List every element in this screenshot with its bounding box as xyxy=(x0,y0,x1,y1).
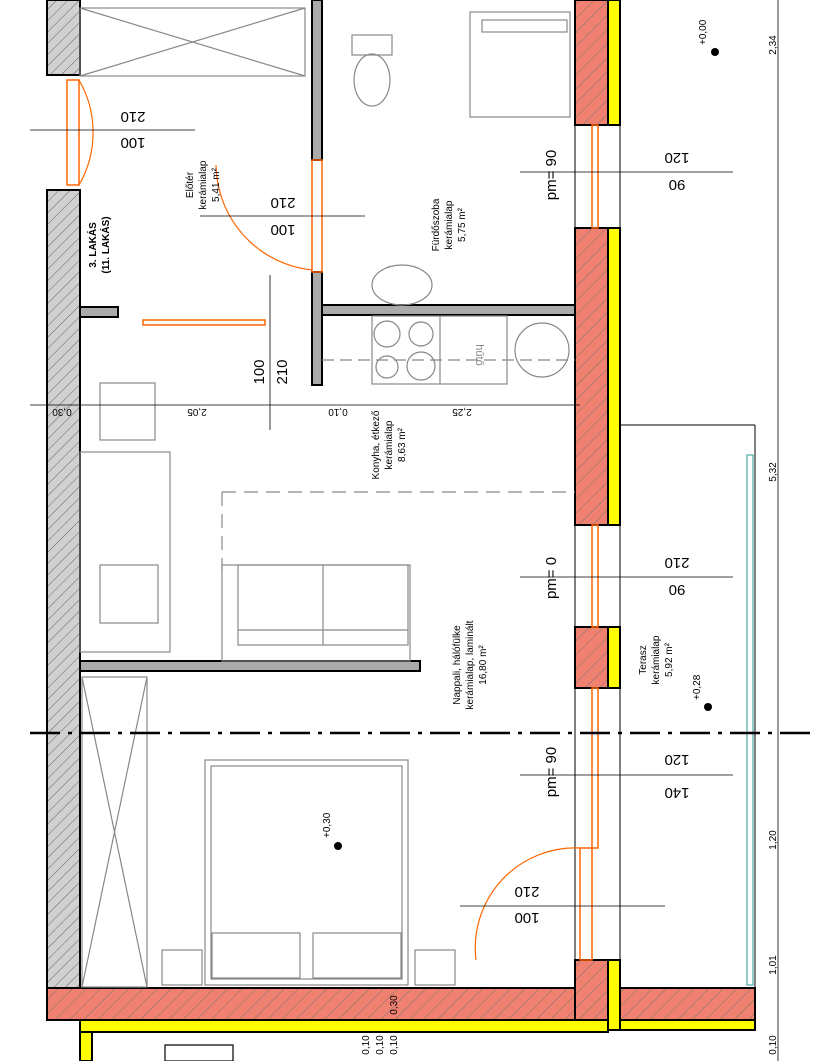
room-name: Konyha, étkező xyxy=(371,410,382,479)
room-floor: kerámialap xyxy=(198,160,209,209)
dimension-value: 0,10 xyxy=(361,1035,372,1055)
dimension-value: 1,01 xyxy=(768,955,779,975)
dimension-value: 0,10 xyxy=(768,1035,779,1055)
level-label: +0,00 xyxy=(698,19,709,45)
opening-width: 100 xyxy=(120,134,145,151)
opening-height: 210 xyxy=(274,359,291,384)
level-marker-icon xyxy=(704,703,712,711)
sill-height: pm= 0 xyxy=(543,557,560,599)
exterior-wall-right xyxy=(574,0,621,1031)
room-floor: kerámialap xyxy=(444,200,455,249)
apartment-label: 3. LAKÁS (11. LAKÁS) xyxy=(86,216,112,273)
room-area: 5,92 m² xyxy=(664,642,675,677)
room-label-konyha: Konyha, étkező kerámialap 8,63 m² xyxy=(371,410,408,479)
room-label-terasz: Terasz kerámialap 5,92 m² xyxy=(638,635,675,684)
sill-height: pm= 90 xyxy=(543,747,560,797)
opening-width: 100 xyxy=(251,359,268,384)
level-marker-icon xyxy=(334,842,342,850)
opening-height: 120 xyxy=(664,751,689,768)
apartment-number-alt: (11. LAKÁS) xyxy=(99,216,112,273)
dimension-value: 2,34 xyxy=(768,35,779,55)
opening-width: 140 xyxy=(664,784,689,801)
dimension-lines xyxy=(30,0,817,1061)
room-label-eloter: Előtér kerámialap 5,41 m² xyxy=(185,160,222,209)
exterior-wall-bottom xyxy=(46,987,756,1061)
level-label: +0,30 xyxy=(322,812,333,838)
room-area: 16,80 m² xyxy=(478,645,489,685)
opening-labels: 210 100 120 90 210 100 210 90 120 140 21… xyxy=(120,108,689,926)
opening-height: 210 xyxy=(664,554,689,571)
dimension-value: 5,32 xyxy=(768,462,779,482)
room-label-nappali: Nappali, hálófülke kerámialap, laminált … xyxy=(452,620,489,709)
room-floor: kerámialap xyxy=(384,420,395,469)
dimension-value: 0,10 xyxy=(375,1035,386,1055)
sill-height: pm= 90 xyxy=(543,150,560,200)
dimension-value: 0,10 xyxy=(328,406,348,417)
opening-height: 210 xyxy=(514,883,539,900)
level-marker-icon xyxy=(711,48,719,56)
apartment-number: 3. LAKÁS xyxy=(86,222,99,268)
opening-width: 100 xyxy=(270,221,295,238)
opening-height: 210 xyxy=(120,108,145,125)
opening-width: 90 xyxy=(669,581,686,598)
room-name: Előtér xyxy=(185,171,196,198)
dimension-value: 0,30 xyxy=(52,406,72,417)
room-name: Nappali, hálófülke xyxy=(452,625,463,705)
opening-height: 210 xyxy=(270,194,295,211)
door-swings xyxy=(78,79,581,961)
terrace-railing xyxy=(620,424,756,988)
exterior-wall-left xyxy=(46,0,81,989)
level-markers: +0,00 +0,28 +0,30 xyxy=(322,19,719,850)
level-label: +0,28 xyxy=(692,674,703,700)
dimension-value: 1,20 xyxy=(768,830,779,850)
room-area: 8,63 m² xyxy=(397,427,408,462)
room-area: 5,75 m² xyxy=(457,207,468,242)
interior-walls xyxy=(79,0,576,672)
room-name: Terasz xyxy=(638,645,649,674)
dimension-value: 0,10 xyxy=(389,1035,400,1055)
window-frames xyxy=(574,125,621,960)
dimension-labels: 0,30 2,05 0,10 2,25 2,34 5,32 1,20 1,01 … xyxy=(52,35,779,1055)
furniture xyxy=(79,7,575,1061)
dimension-value: 2,05 xyxy=(187,406,207,417)
dimension-value: 0,30 xyxy=(389,995,400,1015)
opening-width: 100 xyxy=(514,909,539,926)
fridge-label: hűtő xyxy=(473,344,485,365)
room-floor: kerámialap xyxy=(651,635,662,684)
opening-height: 120 xyxy=(664,149,689,166)
room-floor: kerámialap, laminált xyxy=(465,620,476,709)
room-label-furdoszoba: Fürdőszoba kerámialap 5,75 m² xyxy=(431,198,468,251)
room-area: 5,41 m² xyxy=(211,167,222,202)
dimension-value: 2,25 xyxy=(452,406,472,417)
opening-width: 90 xyxy=(669,176,686,193)
room-name: Fürdőszoba xyxy=(431,198,442,251)
windows xyxy=(66,79,599,961)
